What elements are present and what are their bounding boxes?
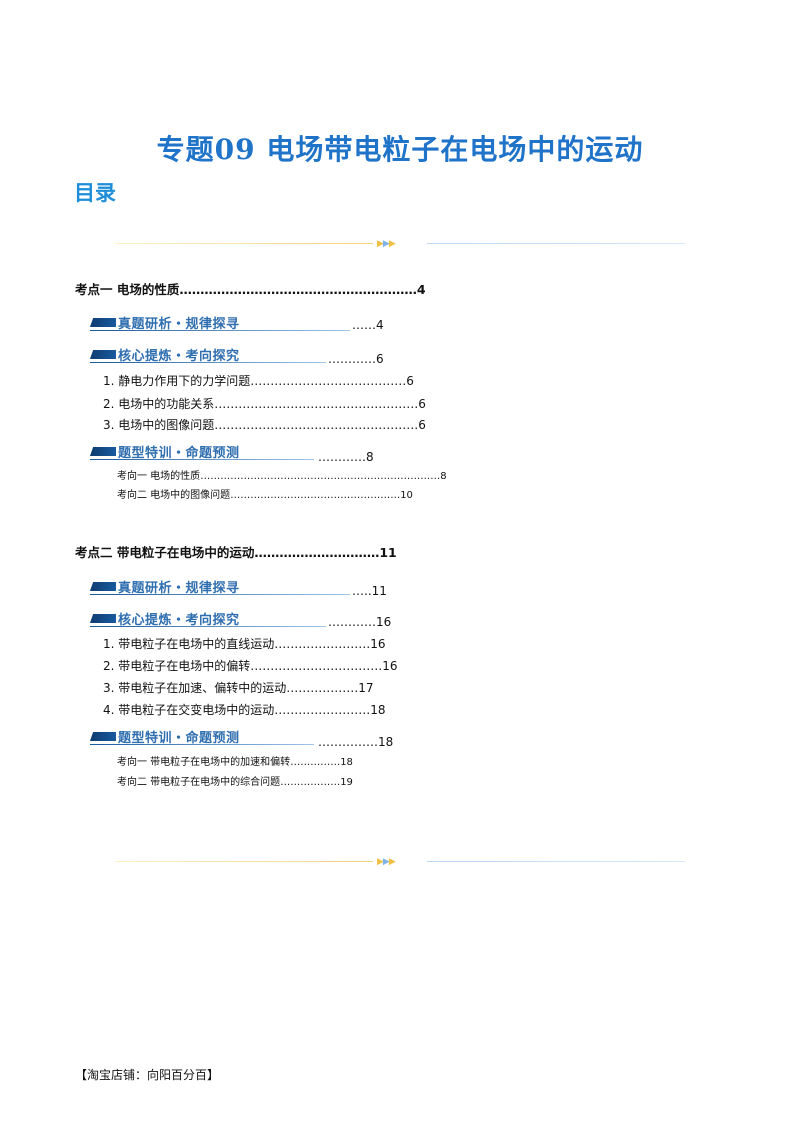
banner-bar-icon — [90, 318, 116, 327]
banner-bar-icon — [90, 582, 116, 591]
toc-subitem[interactable]: 考向二 带电粒子在电场中的综合问题………………19 — [117, 777, 353, 788]
banner-practice-2[interactable]: 题型特训・命题预测 ……………18 — [90, 726, 393, 750]
toc-item[interactable]: 3. 电场中的图像问题……………………………………………6 — [103, 418, 426, 432]
banner-bar-icon — [90, 447, 116, 456]
banner-core-2[interactable]: 核心提炼・考向探究 …………16 — [90, 608, 391, 632]
banner-practice-1[interactable]: 题型特训・命题预测 …………8 — [90, 441, 390, 465]
toc-subitem[interactable]: 考向二 电场中的图像问题……………………………………………10 — [117, 490, 413, 501]
toc-item[interactable]: 2. 带电粒子在电场中的偏转……………………………16 — [103, 659, 398, 673]
banner-bar-icon — [90, 732, 116, 741]
toc-item[interactable]: 4. 带电粒子在交变电场中的运动……………………18 — [103, 703, 386, 717]
toc-item[interactable]: 1. 静电力作用下的力学问题…………………………………6 — [103, 374, 414, 388]
toc-section-1[interactable]: 考点一 电场的性质…………………………………………………4 — [75, 282, 426, 297]
footer-shop-note: 【淘宝店铺：向阳百分百】 — [75, 1068, 220, 1082]
toc-item[interactable]: 3. 带电粒子在加速、偏转中的运动………………17 — [103, 681, 374, 695]
document-title: 专题09 电场带电粒子在电场中的运动 — [156, 133, 644, 166]
divider-top: ▶▶▶ — [115, 238, 685, 250]
toc-subitem[interactable]: 考向一 电场的性质………………………………………………………………8 — [117, 471, 447, 482]
toc-section-2[interactable]: 考点二 带电粒子在电场中的运动…………………………11 — [75, 545, 397, 560]
banner-core-1[interactable]: 核心提炼・考向探究 …………6 — [90, 344, 390, 368]
banner-bar-icon — [90, 350, 116, 359]
banner-real-exam-1[interactable]: 真题研析・规律探寻 ……4 — [90, 312, 390, 336]
toc-subitem[interactable]: 考向一 带电粒子在电场中的加速和偏转……………18 — [117, 757, 353, 768]
banner-real-exam-2[interactable]: 真题研析・规律探寻 …..11 — [90, 576, 390, 600]
toc-item[interactable]: 1. 带电粒子在电场中的直线运动……………………16 — [103, 637, 386, 651]
toc-item[interactable]: 2. 电场中的功能关系……………………………………………6 — [103, 397, 426, 411]
divider-bottom: ▶▶▶ — [115, 856, 685, 868]
toc-heading: 目录 — [74, 181, 116, 205]
banner-bar-icon — [90, 614, 116, 623]
